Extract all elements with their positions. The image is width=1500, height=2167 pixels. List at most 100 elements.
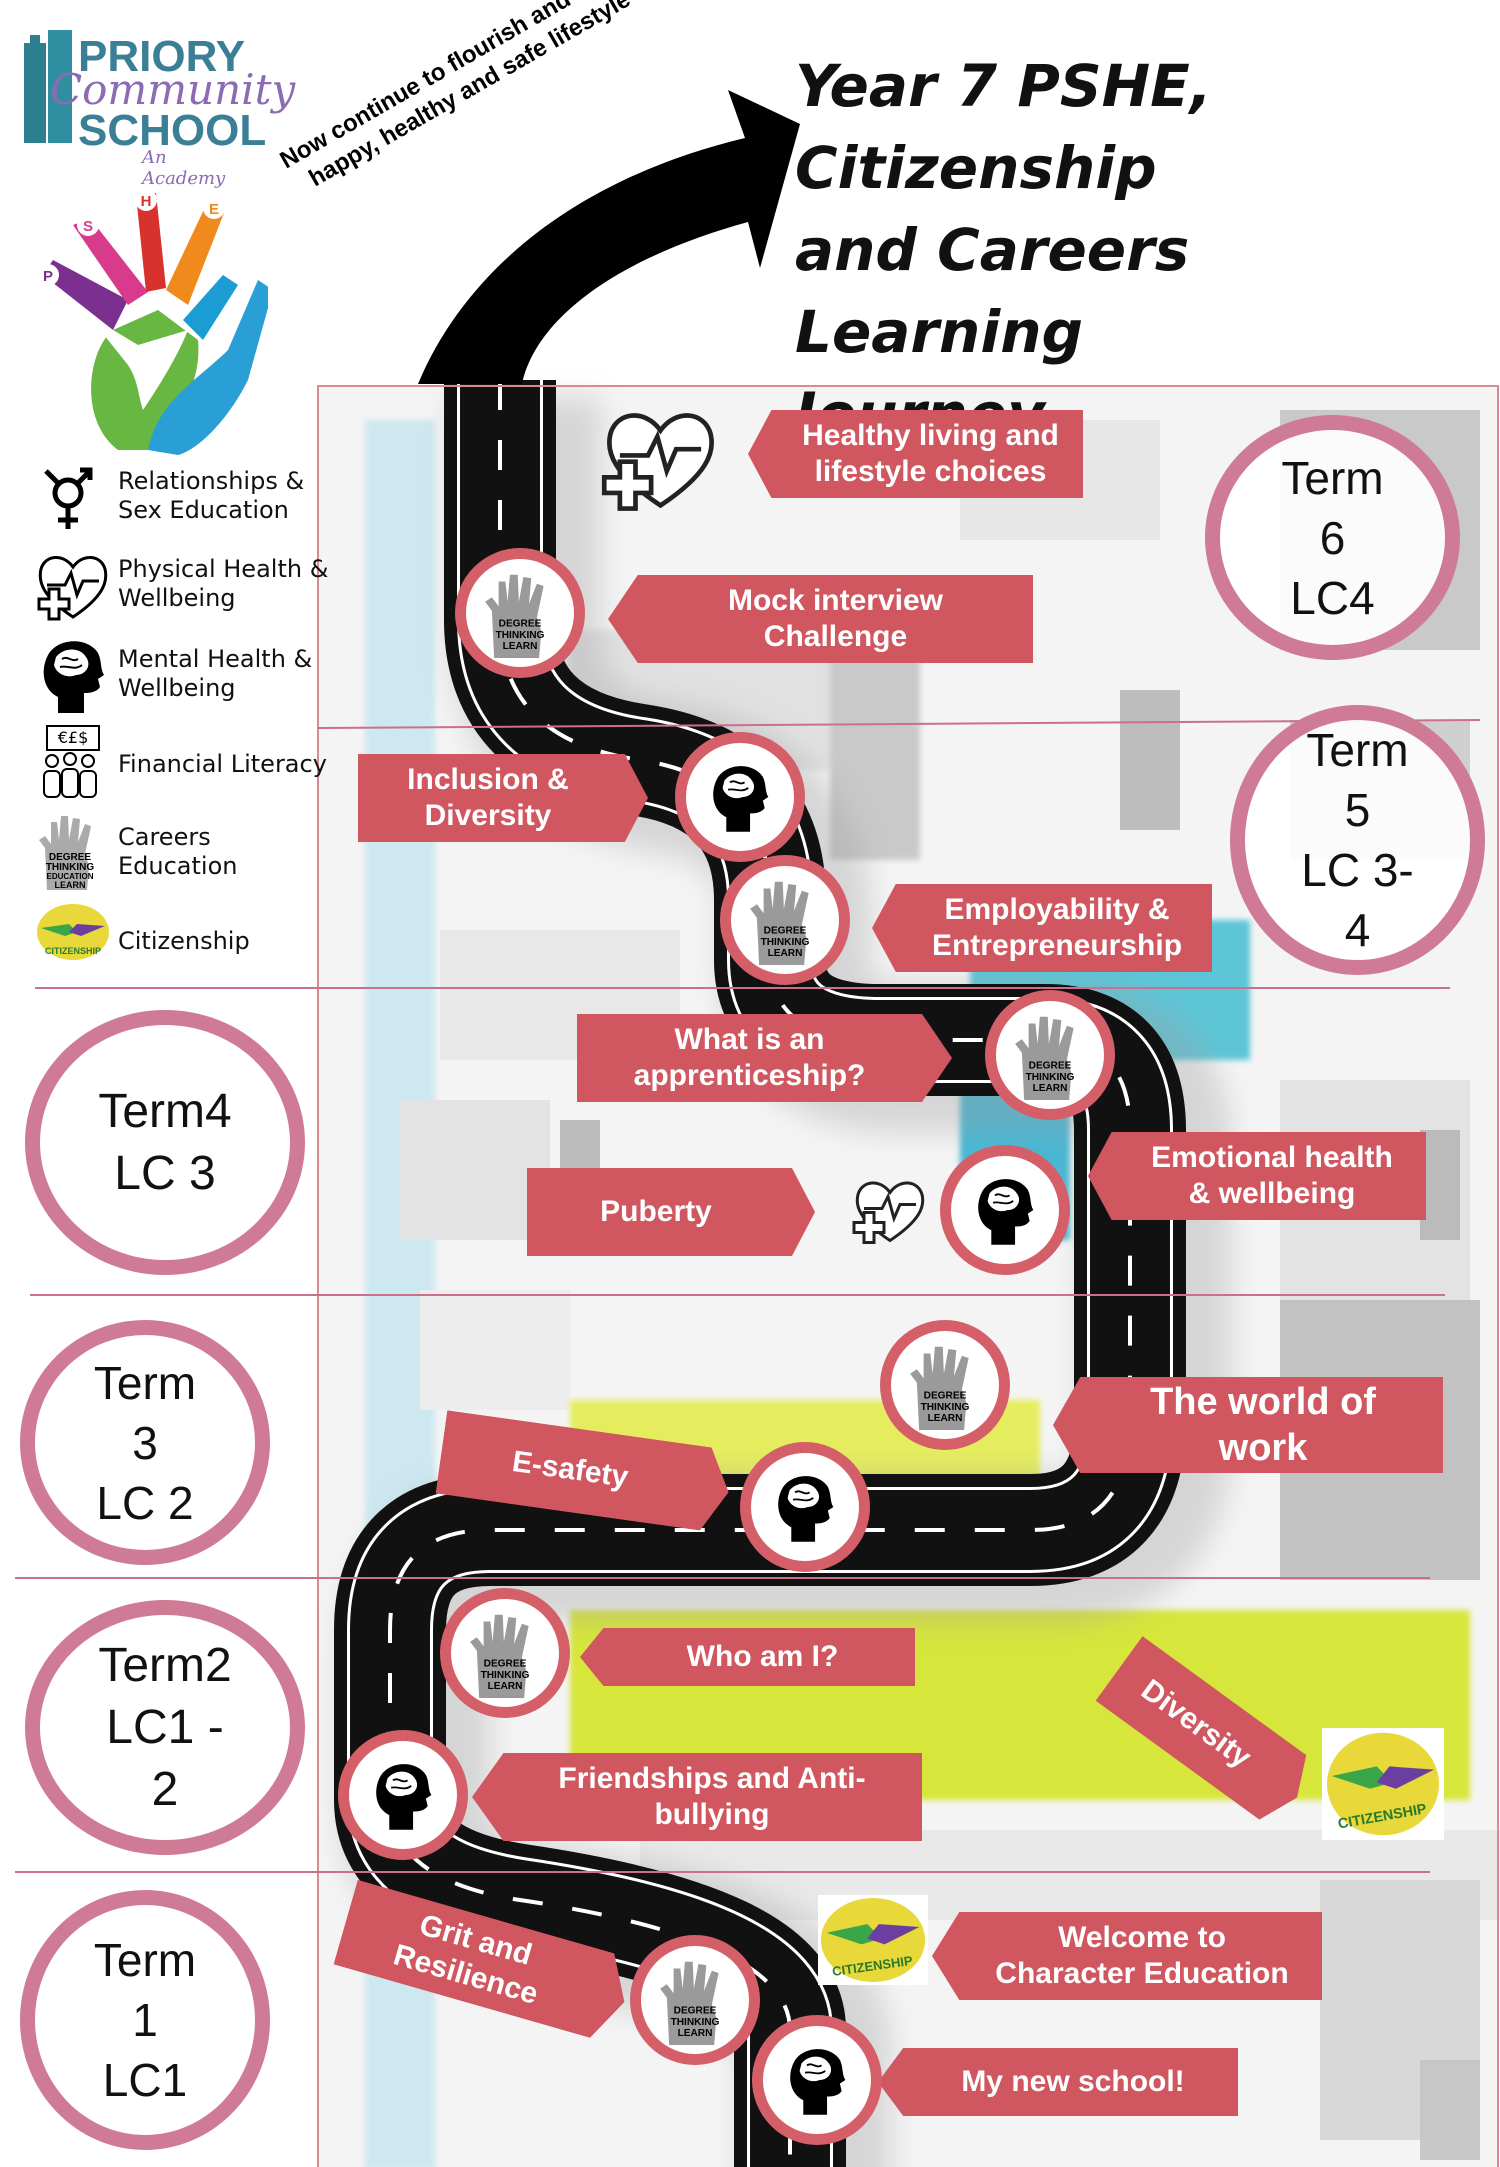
logo-priory-text: PRIORY (78, 32, 246, 81)
logo-academy-text: An Academy (142, 147, 226, 189)
page-title-line-2: and Careers Learning (795, 216, 1190, 366)
key-label-careers: Careers Education (118, 823, 238, 880)
topic-character-education-label: Welcome to Character Education (995, 1921, 1289, 1990)
gender-symbol-icon (44, 467, 93, 529)
key-label-rse: Relationships & Sex Education (118, 467, 305, 524)
svg-text:THINKING: THINKING (481, 1670, 530, 1681)
term-1-circle: Term 1 LC1 (20, 1890, 270, 2150)
topic-world-of-work: The world of work (1053, 1377, 1443, 1473)
term-6-label: Term 6 LC4 (1281, 451, 1384, 624)
topic-inclusion-diversity: Inclusion & Diversity (358, 754, 648, 842)
mental-health-badge (675, 732, 805, 862)
logo-tower-icon (24, 30, 72, 143)
topic-puberty-label: Puberty (600, 1195, 712, 1228)
school-logo: PRIORY Community SCHOOL An Academy (20, 25, 295, 189)
term-5-circle: Term 5 LC 3- 4 (1230, 705, 1485, 975)
money-people-icon: €£$ (38, 725, 102, 801)
term-divider (15, 1577, 1430, 1579)
term-2-label: Term2 LC1 - 2 (98, 1638, 232, 1816)
currency-symbols: €£$ (46, 725, 100, 751)
key-label-mental: Mental Health & Wellbeing (118, 645, 313, 702)
mental-health-badge (940, 1145, 1070, 1275)
svg-text:THINKING: THINKING (761, 937, 810, 948)
svg-text:THINKING: THINKING (1026, 1072, 1075, 1083)
mental-health-badge (338, 1730, 468, 1860)
topic-friendships-label: Friendships and Anti- bullying (558, 1762, 866, 1831)
journey-arrow (418, 90, 800, 384)
brain-head-icon (790, 2049, 846, 2115)
brain-head-icon (778, 1476, 834, 1542)
svg-text:DEGREE: DEGREE (924, 1391, 967, 1402)
topic-who-am-i: Who am I? (580, 1628, 915, 1686)
icon-key: Relationships & Sex Education Physical H… (30, 455, 330, 975)
careers-word-education: EDUCATION (47, 872, 94, 881)
term-divider (30, 1294, 1445, 1296)
term-3-label: Term 3 LC 2 (93, 1356, 197, 1529)
term-4-label: Term4 LC 3 (98, 1084, 232, 1200)
brain-head-icon (978, 1179, 1034, 1245)
topic-new-school-label: My new school! (961, 2065, 1185, 2098)
topic-character-education: Welcome to Character Education (932, 1912, 1322, 2000)
topic-healthy-living: Healthy living and lifestyle choices (748, 410, 1083, 498)
brain-head-icon (713, 766, 769, 832)
topic-emotional-health: Emotional health & wellbeing (1088, 1132, 1426, 1220)
svg-text:LEARN: LEARN (768, 948, 803, 959)
svg-text:DEGREE: DEGREE (1029, 1061, 1072, 1072)
term-4-circle: Term4 LC 3 (25, 1010, 305, 1275)
citizenship-word: CITIZENSHIP (45, 946, 101, 956)
topic-mock-interview: Mock interview Challenge (608, 575, 1033, 663)
svg-text:DEGREE: DEGREE (764, 926, 807, 937)
heart-health-icon (601, 413, 714, 511)
topic-emotional-health-label: Emotional health & wellbeing (1151, 1141, 1393, 1210)
topic-apprenticeship: What is an apprenticeship? (577, 1014, 952, 1102)
svg-text:DEGREE: DEGREE (674, 2006, 717, 2017)
topic-who-am-i-label: Who am I? (686, 1640, 839, 1673)
citizenship-hands-icon: CITIZENSHIP (1322, 1728, 1444, 1840)
topic-mock-interview-label: Mock interview Challenge (727, 584, 944, 653)
careers-word-learn: LEARN (55, 880, 86, 890)
svg-text:LEARN: LEARN (488, 1681, 523, 1692)
term-2-circle: Term2 LC1 - 2 (25, 1600, 305, 1855)
term-5-label: Term 5 LC 3- 4 (1301, 724, 1414, 956)
careers-hand-icon: DEGREE THINKING EDUCATION LEARN (35, 810, 105, 890)
term-3-circle: Term 3 LC 2 (20, 1320, 270, 1565)
term-divider (15, 1871, 1430, 1873)
term-divider (35, 987, 1450, 989)
logo-community-text: Community (50, 65, 296, 114)
term-6-circle: Term 6 LC4 (1205, 415, 1460, 660)
term-1-label: Term 1 LC1 (93, 1934, 197, 2106)
heart-health-icon (852, 1181, 925, 1244)
svg-text:THINKING: THINKING (496, 630, 545, 641)
svg-text:THINKING: THINKING (671, 2017, 720, 2028)
page-title: Year 7 PSHE, Citizenship and Careers Lea… (795, 45, 1485, 455)
heart-health-icon (37, 556, 108, 621)
topic-friendships: Friendships and Anti- bullying (472, 1753, 922, 1841)
pshe-letter-e: E (209, 201, 219, 218)
map-frame (317, 385, 1499, 2167)
pshe-letter-s: S (83, 218, 93, 235)
careers-word-thinking: THINKING (46, 862, 95, 873)
svg-text:LEARN: LEARN (928, 1413, 963, 1424)
svg-text:LEARN: LEARN (503, 641, 538, 652)
brain-head-icon (376, 1764, 432, 1830)
svg-text:THINKING: THINKING (921, 1402, 970, 1413)
topic-healthy-living-label: Healthy living and lifestyle choices (802, 419, 1059, 488)
topic-inclusion-diversity-label: Inclusion & Diversity (407, 763, 569, 832)
key-label-physical: Physical Health & Wellbeing (118, 555, 329, 612)
svg-text:LEARN: LEARN (1033, 1083, 1068, 1094)
mental-health-badge (740, 1442, 870, 1572)
topic-employability-label: Employability & Entrepreneurship (931, 893, 1183, 962)
pshe-letter-p: P (43, 268, 53, 285)
pshe-hands-logo: P S H E (37, 189, 268, 455)
